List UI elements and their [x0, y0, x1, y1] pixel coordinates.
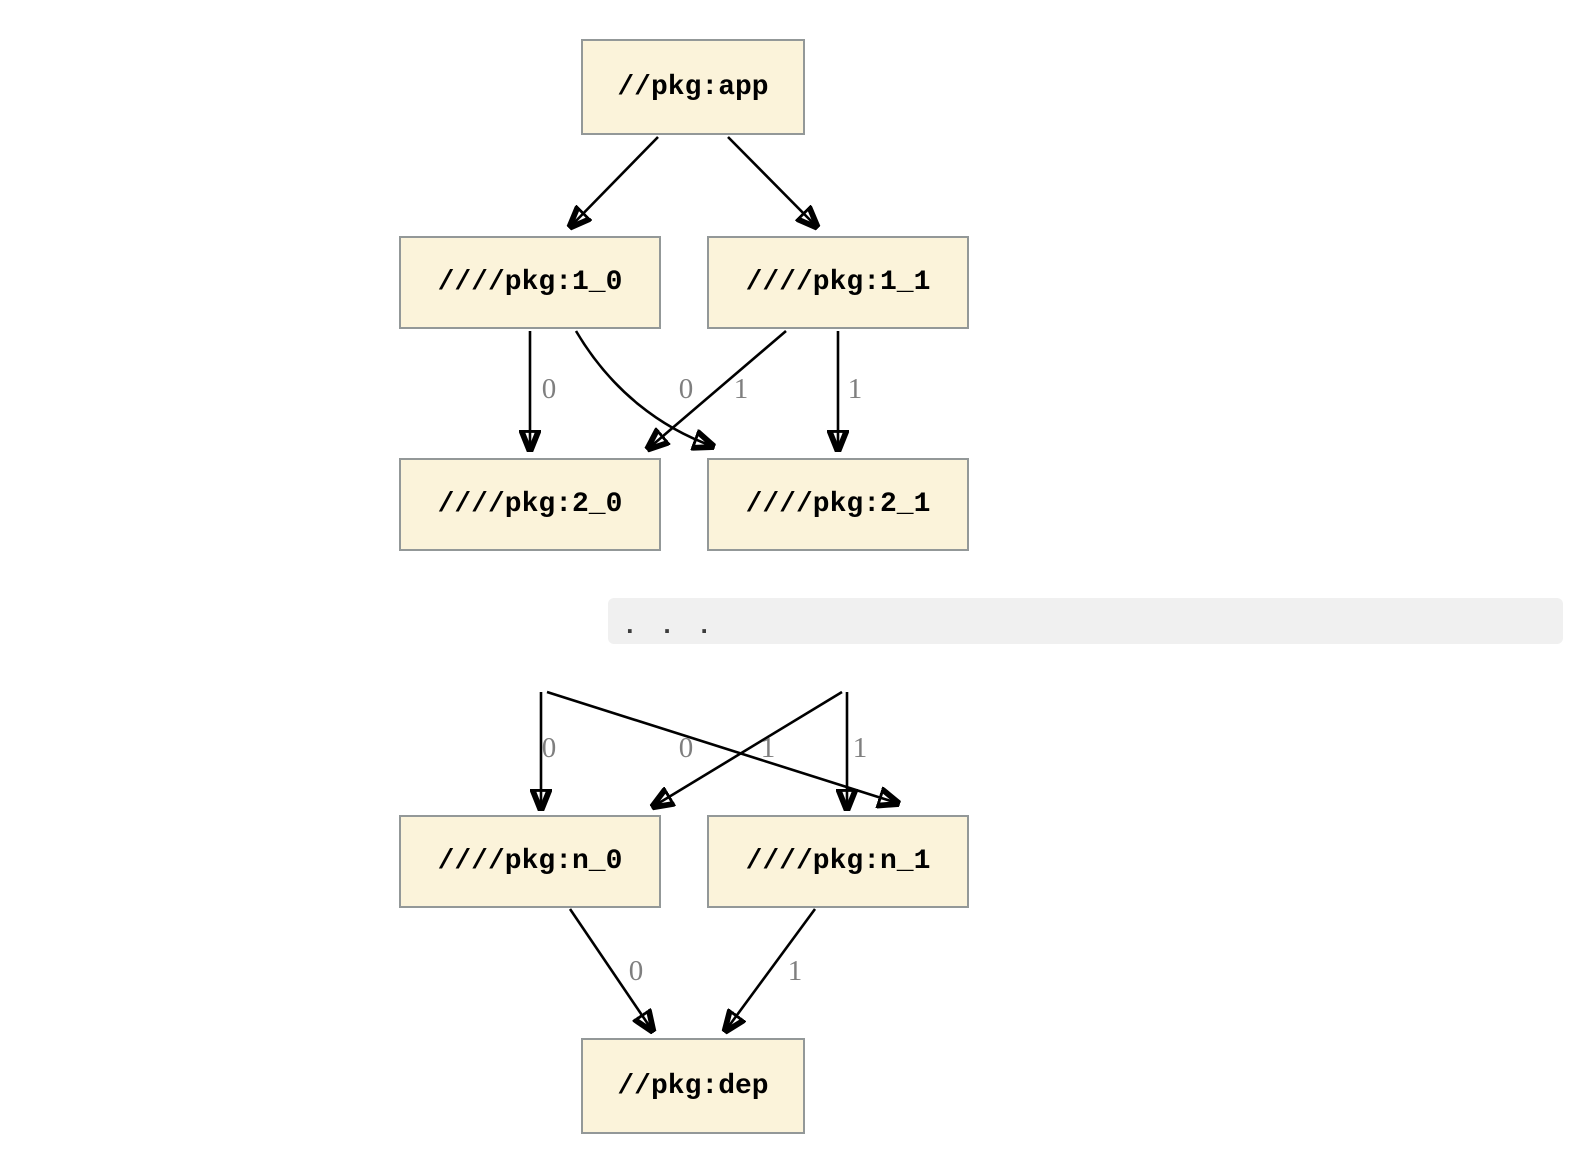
node-n_0: ////pkg:n_0 [399, 815, 661, 908]
node-2_1-label: ////pkg:2_1 [745, 489, 931, 520]
edge-label-ellipsis-right-n_0: 0 [678, 732, 694, 765]
edge-label-ellipsis-n_1: 1 [852, 732, 868, 765]
node-2_0-label: ////pkg:2_0 [437, 489, 623, 520]
edge-label-1_1-2_0: 0 [678, 373, 694, 406]
node-1_1-label: ////pkg:1_1 [745, 267, 931, 298]
node-n_0-label: ////pkg:n_0 [437, 846, 623, 877]
edge-label-ellipsis-left-n_1: 1 [760, 732, 776, 765]
edge-label-1_0-2_1: 1 [733, 373, 749, 406]
node-n_1-label: ////pkg:n_1 [745, 846, 931, 877]
node-dep: //pkg:dep [581, 1038, 805, 1134]
edge-n_0-to-dep [568, 908, 652, 1030]
node-app-label: //pkg:app [617, 71, 769, 103]
edge-label-1_1-2_1: 1 [847, 373, 863, 406]
edge-app-to-1_1 [727, 136, 816, 226]
edge-label-n_0-dep: 0 [628, 955, 644, 988]
edge-1_1-to-2_0 [649, 330, 787, 448]
node-dep-label: //pkg:dep [617, 1070, 769, 1102]
edge-label-n_1-dep: 1 [787, 955, 803, 988]
node-1_1: ////pkg:1_1 [707, 236, 969, 329]
edge-label-1_0-2_0: 0 [541, 373, 557, 406]
node-2_0: ////pkg:2_0 [399, 458, 661, 551]
ellipsis-bar: . . . [608, 598, 1563, 644]
edge-1_0-to-2_1 [574, 330, 712, 446]
edge-n_1-to-dep [726, 908, 817, 1030]
node-2_1: ////pkg:2_1 [707, 458, 969, 551]
ellipsis-text: . . . [622, 611, 716, 641]
edge-ellipsis-right-to-n_0 [654, 690, 843, 806]
edge-ellipsis-left-to-n_1 [546, 690, 897, 803]
node-1_0-label: ////pkg:1_0 [437, 267, 623, 298]
node-1_0: ////pkg:1_0 [399, 236, 661, 329]
edge-app-to-1_0 [571, 136, 659, 226]
node-n_1: ////pkg:n_1 [707, 815, 969, 908]
edge-label-ellipsis-n_0: 0 [541, 732, 557, 765]
node-app: //pkg:app [581, 39, 805, 135]
